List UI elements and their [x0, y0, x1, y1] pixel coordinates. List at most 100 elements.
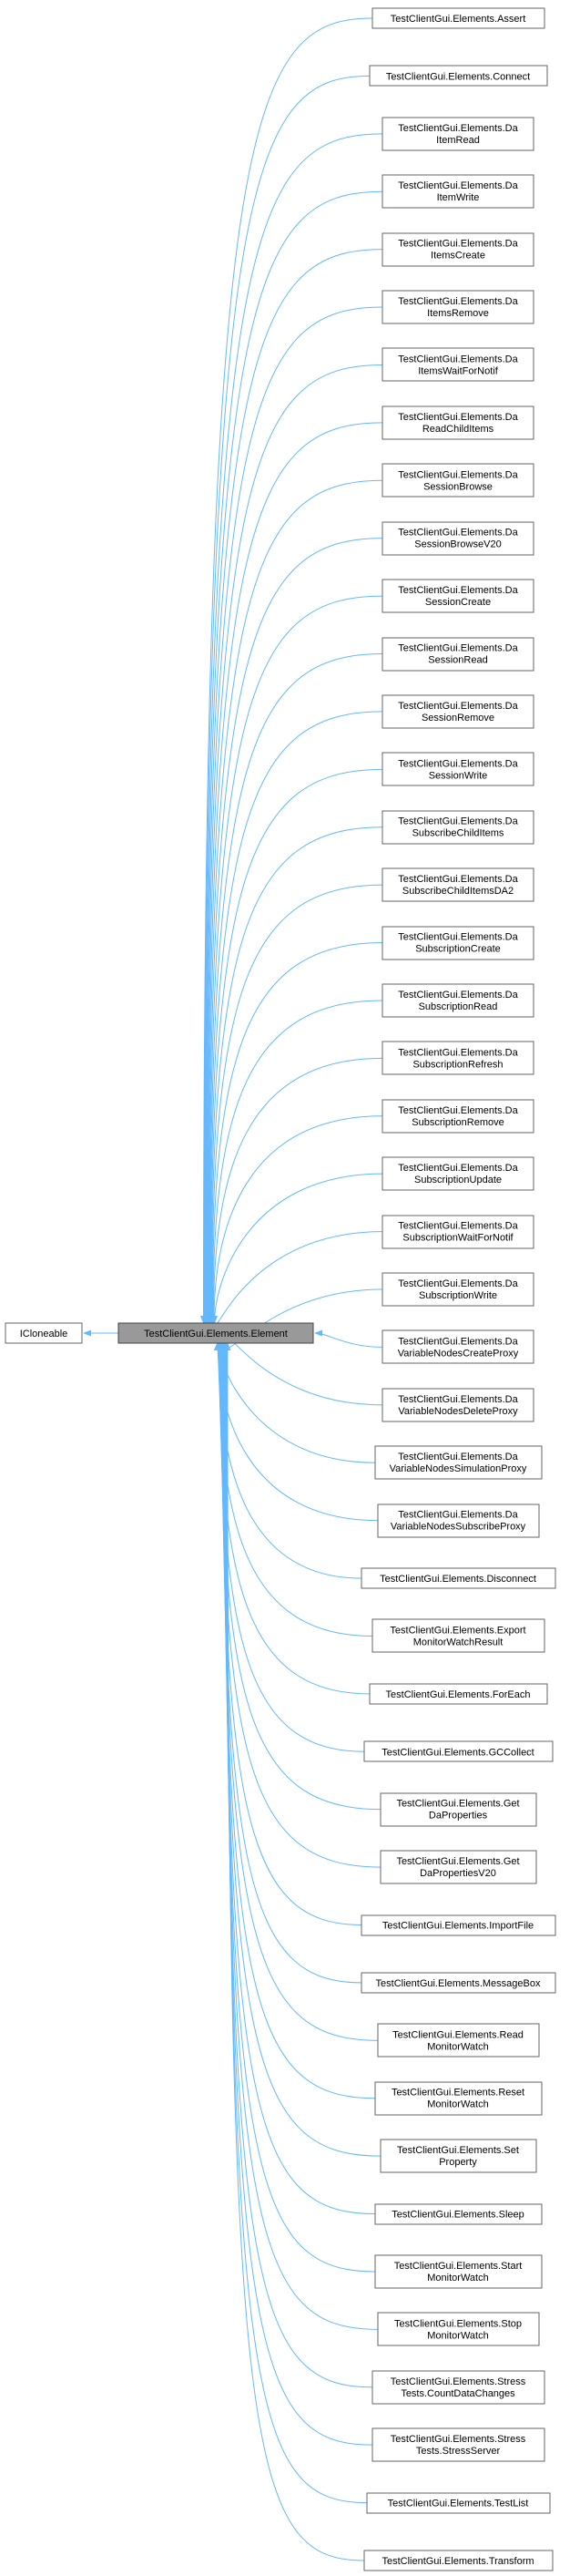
derived-node-testclientgui-elements-dasubscriptionremove[interactable]: TestClientGui.Elements.DaSubscriptionRem… — [382, 1099, 534, 1134]
derived-node-box — [380, 1850, 537, 1884]
root-node-icloneable[interactable]: ICloneable — [5, 1322, 83, 1344]
derived-node-testclientgui-elements-dasubscribechilditems[interactable]: TestClientGui.Elements.DaSubscribeChildI… — [382, 810, 534, 845]
derived-node-testclientgui-elements-assert[interactable]: TestClientGui.Elements.Assert — [371, 7, 545, 29]
derived-node-label: VariableNodesDeleteProxy — [398, 1406, 518, 1417]
derived-node-testclientgui-elements-dasubscriptionwrite[interactable]: TestClientGui.Elements.DaSubscriptionWri… — [382, 1272, 534, 1307]
derived-node-testclientgui-elements-connect[interactable]: TestClientGui.Elements.Connect — [369, 65, 548, 87]
derived-node-label: ReadChildItems — [422, 424, 494, 435]
derived-node-testclientgui-elements-daitemswaitfornotif[interactable]: TestClientGui.Elements.DaItemsWaitForNot… — [382, 347, 534, 382]
edge-testclientgui-elements-disconnect-to-element — [215, 1342, 362, 1579]
derived-node-label: TestClientGui.Elements.Da — [398, 1221, 518, 1232]
derived-node-testclientgui-elements-dasessionbrowsev20[interactable]: TestClientGui.Elements.DaSessionBrowseV2… — [382, 521, 534, 556]
derived-node-box — [382, 117, 534, 151]
derived-node-box — [369, 65, 548, 87]
derived-node-box — [377, 2023, 540, 2058]
derived-node-box — [361, 1972, 556, 1994]
derived-node-testclientgui-elements-stresstests-countdatachanges[interactable]: TestClientGui.Elements.StressTests.Count… — [371, 2370, 545, 2405]
derived-node-testclientgui-elements-davariablenodessimulationproxy[interactable]: TestClientGui.Elements.DaVariableNodesSi… — [374, 1445, 543, 1480]
edge-testclientgui-elements-daitemread-to-element — [201, 133, 383, 1324]
derived-node-label: TestClientGui.Elements.Da — [398, 701, 518, 712]
derived-node-label: MonitorWatch — [427, 2273, 488, 2284]
derived-node-testclientgui-elements-dasubscriptioncreate[interactable]: TestClientGui.Elements.DaSubscriptionCre… — [382, 926, 534, 960]
derived-node-testclientgui-elements-davariablenodessubscribeproxy[interactable]: TestClientGui.Elements.DaVariableNodesSu… — [377, 1504, 540, 1538]
derived-node-box — [382, 694, 534, 729]
derived-node-testclientgui-elements-dasubscriptionupdate[interactable]: TestClientGui.Elements.DaSubscriptionUpd… — [382, 1156, 534, 1191]
derived-node-label: TestClientGui.Elements.ForEach — [386, 1689, 531, 1700]
derived-node-box — [380, 2139, 537, 2173]
derived-node-testclientgui-elements-messagebox[interactable]: TestClientGui.Elements.MessageBox — [361, 1972, 556, 1994]
derived-node-testclientgui-elements-importfile[interactable]: TestClientGui.Elements.ImportFile — [361, 1914, 556, 1936]
edge-testclientgui-elements-dasubscriptionupdate-to-element — [210, 1173, 383, 1324]
derived-node-testclientgui-elements-disconnect[interactable]: TestClientGui.Elements.Disconnect — [361, 1567, 556, 1589]
derived-node-label: TestClientGui.Elements.Da — [398, 758, 518, 769]
derived-node-label: SessionRemove — [422, 713, 494, 724]
edge-testclientgui-elements-dasessionbrowse-to-element — [204, 479, 383, 1324]
derived-node-testclientgui-elements-dasubscriptionwaitfornotif[interactable]: TestClientGui.Elements.DaSubscriptionWai… — [382, 1215, 534, 1249]
derived-node-box — [382, 174, 534, 209]
edge-testclientgui-elements-transform-to-element — [224, 1342, 365, 2561]
derived-node-box — [382, 1388, 534, 1422]
derived-node-box — [382, 926, 534, 960]
derived-node-label: TestClientGui.Elements.Disconnect — [380, 1574, 536, 1585]
derived-node-testclientgui-elements-exportmonitorwatchresult[interactable]: TestClientGui.Elements.ExportMonitorWatc… — [371, 1618, 545, 1653]
derived-node-box — [377, 2312, 540, 2346]
element-node[interactable]: TestClientGui.Elements.Element — [117, 1322, 314, 1344]
derived-node-testclientgui-elements-gccollect[interactable]: TestClientGui.Elements.GCCollect — [363, 1740, 554, 1762]
derived-node-label: TestClientGui.Elements.Stress — [391, 2376, 526, 2387]
edge-testclientgui-elements-daitemscreate-to-element — [202, 249, 383, 1324]
derived-node-label: TestClientGui.Elements.Da — [398, 1452, 518, 1462]
derived-node-testclientgui-elements-davariablenodescreateproxy[interactable]: TestClientGui.Elements.DaVariableNodesCr… — [382, 1329, 534, 1364]
derived-node-box — [382, 405, 534, 440]
edge-testclientgui-elements-stresstests-stressserver-to-element — [223, 1342, 373, 2446]
derived-node-label: TestClientGui.Elements.ImportFile — [382, 1921, 534, 1932]
derived-node-testclientgui-elements-stresstests-stressserver[interactable]: TestClientGui.Elements.StressTests.Stres… — [371, 2427, 545, 2462]
derived-node-label: SessionRead — [428, 655, 487, 666]
derived-node-box — [382, 637, 534, 672]
derived-node-testclientgui-elements-transform[interactable]: TestClientGui.Elements.Transform — [363, 2550, 554, 2571]
edge-testclientgui-elements-dasessionwrite-to-element — [207, 768, 383, 1324]
edge-testclientgui-elements-assert-to-element — [199, 17, 373, 1324]
derived-node-testclientgui-elements-testlist[interactable]: TestClientGui.Elements.TestList — [366, 2492, 551, 2514]
derived-node-testclientgui-elements-dasubscribechilditemsda2[interactable]: TestClientGui.Elements.DaSubscribeChildI… — [382, 867, 534, 902]
derived-node-box — [382, 1099, 534, 1134]
derived-node-box — [366, 2492, 551, 2514]
derived-node-label: TestClientGui.Elements.Assert — [391, 14, 526, 25]
edge-testclientgui-elements-dareadchilditems-to-element — [204, 422, 383, 1324]
derived-node-label: TestClientGui.Elements.Set — [397, 2145, 519, 2156]
element-node-label: TestClientGui.Elements.Element — [144, 1329, 288, 1339]
derived-node-testclientgui-elements-dasubscriptionrefresh[interactable]: TestClientGui.Elements.DaSubscriptionRef… — [382, 1041, 534, 1075]
derived-node-label: TestClientGui.Elements.Da — [398, 1278, 518, 1289]
derived-node-label: TestClientGui.Elements.Da — [398, 585, 518, 596]
derived-node-label: TestClientGui.Elements.GCCollect — [382, 1747, 534, 1758]
edge-testclientgui-elements-dasubscriptionremove-to-element — [210, 1115, 383, 1324]
derived-node-label: MonitorWatch — [427, 2330, 488, 2341]
derived-node-testclientgui-elements-foreach[interactable]: TestClientGui.Elements.ForEach — [369, 1683, 548, 1705]
derived-node-testclientgui-elements-sleep[interactable]: TestClientGui.Elements.Sleep — [374, 2203, 543, 2225]
derived-node-testclientgui-elements-dasubscriptionread[interactable]: TestClientGui.Elements.DaSubscriptionRea… — [382, 983, 534, 1018]
derived-node-testclientgui-elements-davariablenodesdeleteproxy[interactable]: TestClientGui.Elements.DaVariableNodesDe… — [382, 1388, 534, 1422]
derived-node-label: TestClientGui.Elements.Da — [398, 1047, 518, 1058]
derived-node-label: TestClientGui.Elements.Get — [396, 1799, 519, 1810]
derived-node-label: ItemsCreate — [431, 251, 485, 262]
root-node-label: ICloneable — [20, 1329, 68, 1339]
derived-node-testclientgui-elements-getdapropertiesv20[interactable]: TestClientGui.Elements.GetDaPropertiesV2… — [380, 1850, 537, 1884]
derived-node-label: SubscriptionRemove — [412, 1117, 504, 1128]
derived-node-box — [382, 1041, 534, 1075]
